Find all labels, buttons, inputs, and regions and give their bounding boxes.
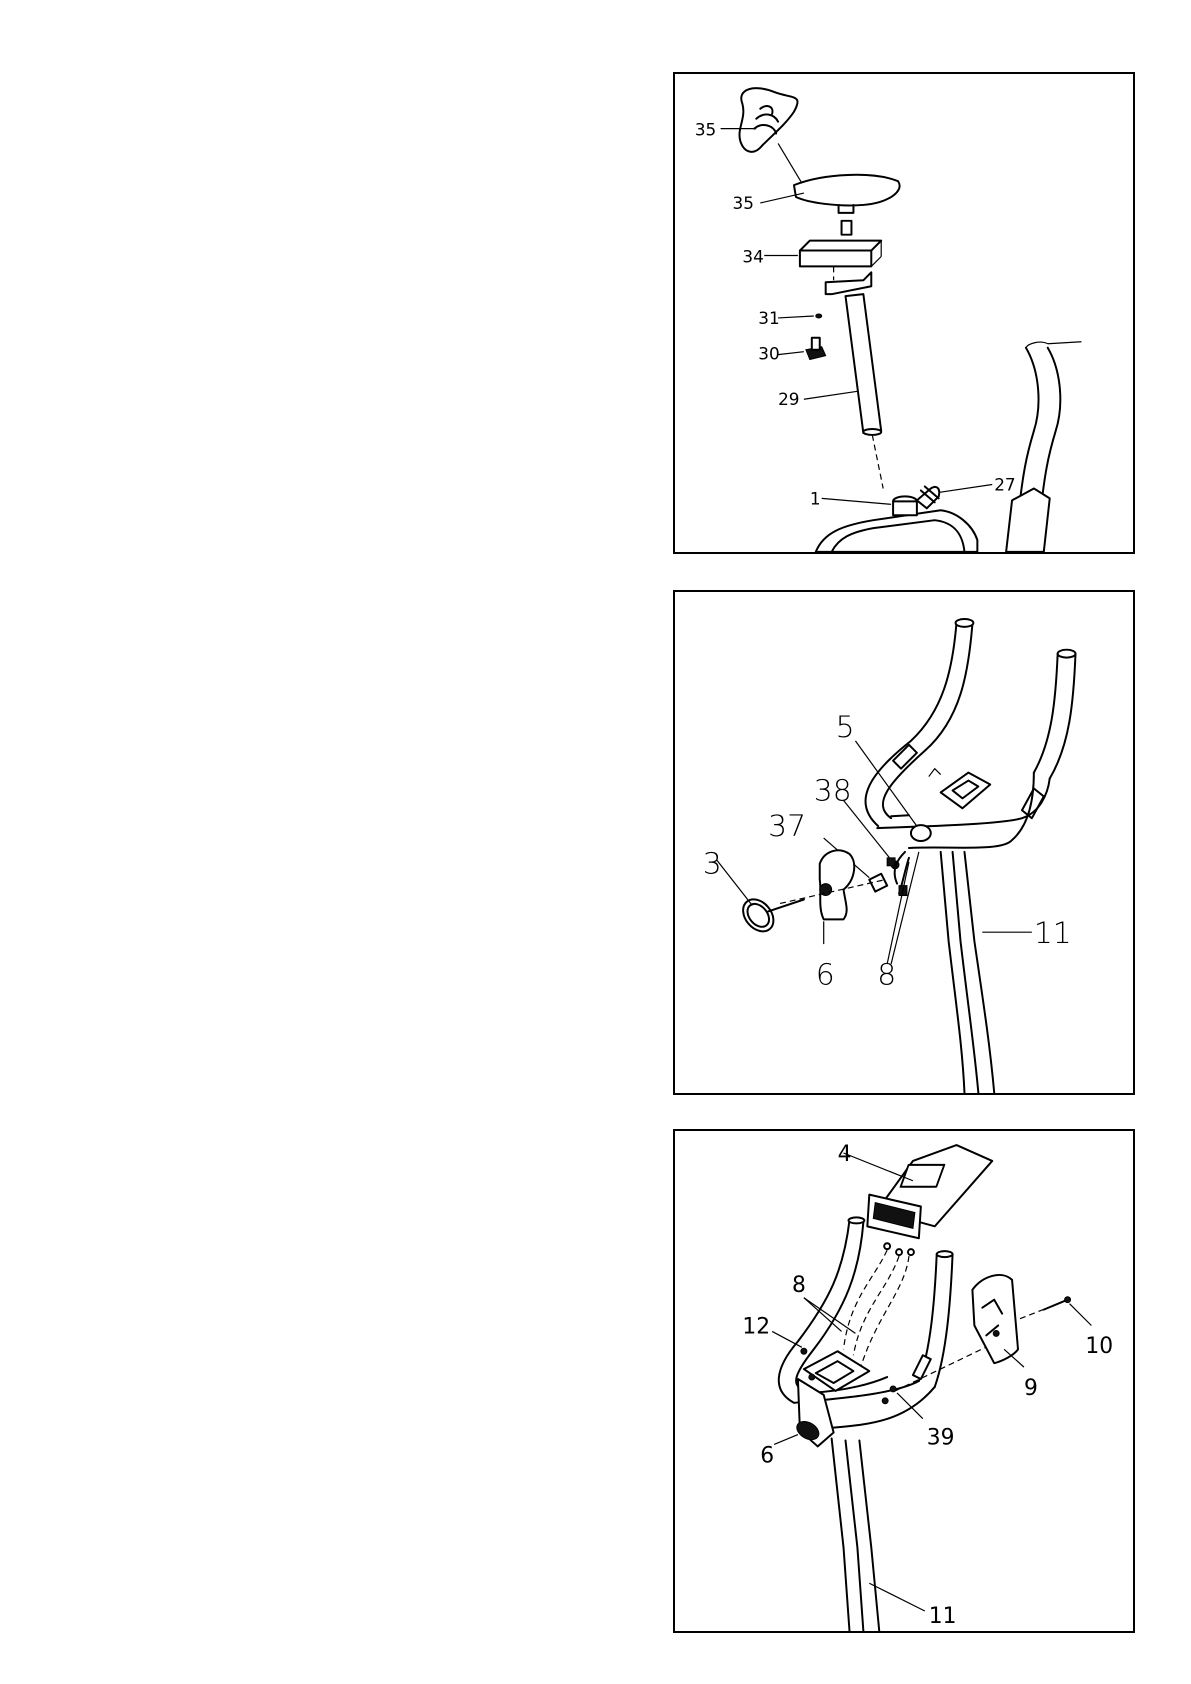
part-label: 11 xyxy=(1034,916,1072,951)
console-assembly-labels: 4 8 12 10 9 39 6 11 xyxy=(675,1131,1133,1631)
part-label: 1 xyxy=(810,488,821,508)
part-label: 37 xyxy=(768,809,806,844)
part-label: 12 xyxy=(742,1314,770,1339)
part-label: 5 xyxy=(836,710,855,745)
handlebar-assembly-panel: 5 38 37 3 6 8 11 xyxy=(673,590,1135,1095)
part-label: 30 xyxy=(758,344,779,364)
console-assembly-panel: 4 8 12 10 9 39 6 11 xyxy=(673,1129,1135,1633)
part-label: 3 xyxy=(703,847,722,882)
part-label: 31 xyxy=(758,308,779,328)
part-label: 35 xyxy=(695,120,716,140)
part-label: 34 xyxy=(742,246,763,266)
part-label: 35 xyxy=(732,193,753,213)
part-label: 10 xyxy=(1085,1334,1113,1359)
part-label: 4 xyxy=(838,1142,852,1167)
handlebar-assembly-labels: 5 38 37 3 6 8 11 xyxy=(675,592,1133,1093)
part-label: 29 xyxy=(778,389,799,409)
seat-assembly-labels: 35 35 34 31 30 29 1 27 xyxy=(675,74,1133,552)
part-label: 38 xyxy=(814,773,852,808)
part-label: 6 xyxy=(760,1443,774,1468)
part-label: 11 xyxy=(929,1604,957,1629)
part-label: 8 xyxy=(792,1273,806,1298)
part-label: 6 xyxy=(816,958,835,993)
part-label: 9 xyxy=(1024,1376,1038,1401)
part-label: 39 xyxy=(927,1425,955,1450)
seat-assembly-panel: 35 35 34 31 30 29 1 27 xyxy=(673,72,1135,554)
part-label: 27 xyxy=(994,474,1015,494)
part-label: 8 xyxy=(877,958,896,993)
